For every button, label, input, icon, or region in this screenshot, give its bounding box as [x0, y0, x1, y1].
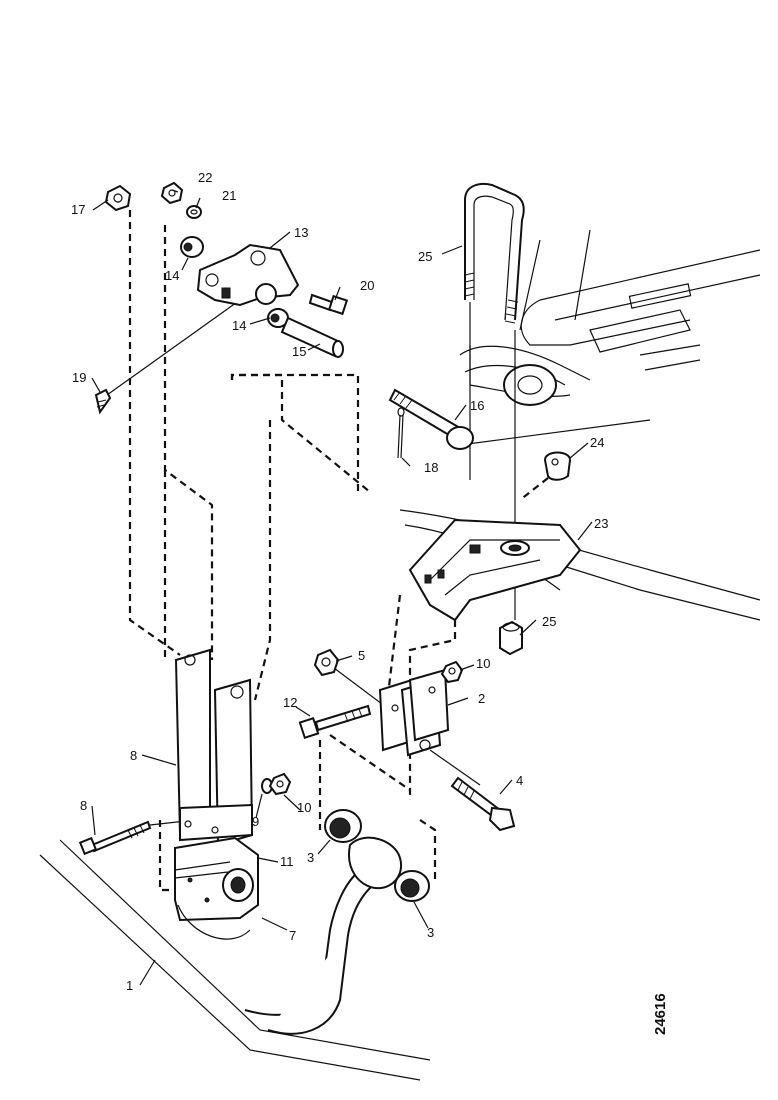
stabilizer-bar: [244, 836, 403, 1035]
callout-16: 16: [470, 398, 484, 413]
link-bracket: [174, 648, 254, 847]
bushing-lower: [394, 870, 430, 902]
callout-8-lower: 8: [80, 798, 87, 813]
callout-12: 12: [283, 695, 297, 710]
bolt-20: [308, 293, 349, 316]
u-bolt: [464, 182, 525, 324]
mounting-plate: [378, 668, 450, 757]
upper-bracket: [196, 243, 300, 307]
bolt-16: [388, 388, 474, 450]
callout-25-upper: 25: [418, 249, 432, 264]
callout-22: 22: [198, 170, 212, 185]
bracket-bushing-upper: [180, 236, 204, 258]
callout-9: 9: [252, 814, 259, 829]
bolt-12: [298, 704, 372, 740]
callout-10-left: 10: [297, 800, 311, 815]
callout-15: 15: [292, 344, 306, 359]
callout-21: 21: [222, 188, 236, 203]
chassis-beam: [39, 839, 431, 1081]
callout-11: 11: [280, 854, 294, 869]
callout-8-upper: 8: [130, 748, 137, 763]
bushing-upper: [324, 809, 362, 843]
callout-17: 17: [71, 202, 85, 217]
nut-right: [440, 660, 464, 684]
callout-7: 7: [289, 928, 296, 943]
bolt-4: [450, 776, 516, 832]
bolt-19: [94, 388, 112, 415]
nut-22: [160, 181, 184, 205]
callout-3-upper: 3: [307, 850, 314, 865]
callout-2: 2: [478, 691, 485, 706]
sleeve: [280, 316, 344, 358]
nut-25: [499, 620, 523, 656]
callout-13: 13: [294, 225, 308, 240]
callout-3-lower: 3: [427, 925, 434, 940]
nut-17: [104, 184, 132, 212]
callout-14-upper: 14: [165, 268, 179, 283]
callout-14-lower: 14: [232, 318, 246, 333]
callout-19: 19: [72, 370, 86, 385]
callout-5: 5: [358, 648, 365, 663]
callout-25-lower: 25: [542, 614, 556, 629]
long-bolt: [78, 820, 152, 856]
callout-18: 18: [424, 460, 438, 475]
spring-seat: [408, 518, 582, 622]
callout-23: 23: [594, 516, 608, 531]
axle-housing: [520, 249, 761, 371]
leaf-spring: [459, 345, 591, 406]
cap-nut: [543, 451, 572, 481]
figure-number: 24616: [652, 993, 669, 1035]
callout-4: 4: [516, 773, 523, 788]
washer-21: [186, 205, 202, 219]
callout-10-right: 10: [476, 656, 490, 671]
nut-5: [313, 648, 340, 677]
cotter-pin: [397, 407, 405, 459]
callout-24: 24: [590, 435, 604, 450]
callout-1: 1: [126, 978, 133, 993]
callout-leaders: [91, 189, 593, 986]
nut-left: [268, 772, 292, 796]
callout-20: 20: [360, 278, 374, 293]
lower-link-block: [174, 836, 259, 940]
